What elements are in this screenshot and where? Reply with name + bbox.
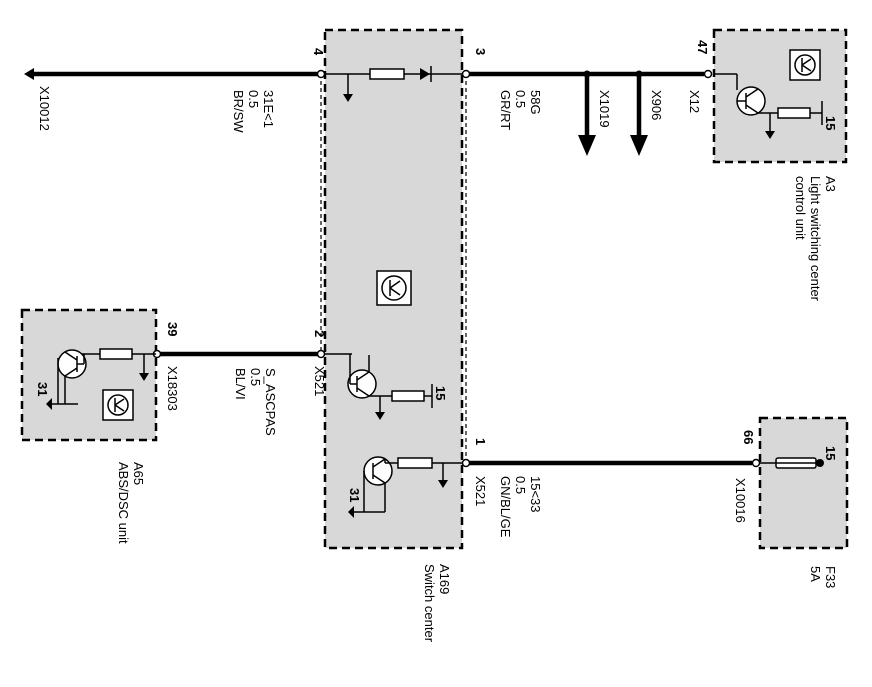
f33-rating-label: 5A [808,566,823,582]
pin-1-label: 1 [473,438,488,445]
x906-label: X906 [649,90,664,120]
f33-fuse-box [758,416,849,550]
w3-color-label: GR/RT [498,90,513,130]
x1019-label: X1019 [597,90,612,128]
pin-4-terminal [316,69,326,79]
w2-size-label: 0.5 [248,368,263,386]
w4-signal-label: 31E<1 [261,90,276,128]
a65-abs-dsc-box [20,308,158,442]
arrow-down-icon [578,70,596,156]
x12-label: X12 [687,90,702,113]
w3-signal-label: 58G [528,90,543,115]
pin-2-terminal [316,349,326,359]
w1-signal-label: 15<33 [528,476,543,513]
control-unit-logo-icon [789,49,821,81]
transistor-symbol-icon [57,349,87,379]
a65-ref-label: A65 [131,462,146,485]
transistor-symbol-icon [363,456,393,486]
diode-icon [420,66,432,82]
ground-arrow-icon [438,463,448,488]
ground-arrow-icon [375,396,385,420]
x18303-label: X18303 [165,366,180,411]
transistor-symbol-icon [736,86,766,116]
resistor-icon [99,348,133,360]
f33-supply-label: 15 [823,446,838,460]
w1-color-label: GN/BL/GE [498,476,513,538]
arrow-down-icon [630,70,648,156]
x10016-label: X10016 [733,478,748,523]
a3-name-line1: Light switching center [808,176,823,302]
a3-light-switching-box [712,28,848,164]
resistor-icon [397,457,433,469]
pin-39-label: 39 [165,322,180,336]
resistor-icon [391,390,425,402]
fuse-icon [775,457,824,469]
x521-pin2-label: X521 [312,366,327,396]
ground-terminal-icon [46,398,58,410]
w2-signal-label: S_ASCPAS [263,368,278,436]
a3-supply-label: 15 [823,116,838,130]
a169-ground-31-label: 31 [347,488,362,502]
control-unit-logo-icon [102,389,134,421]
w4-color-label: BR/SW [231,90,246,133]
pin-47-label: 47 [695,40,710,54]
resistor-icon [777,107,811,119]
a169-name-label: Switch center [422,564,437,643]
pin-66-label: 66 [741,430,756,444]
ground-arrow-icon [343,74,353,102]
pin-4-label: 4 [311,48,326,56]
a169-supply-15-label: 15 [433,386,448,400]
a65-name-label: ABS/DSC unit [116,462,131,544]
w2-color-label: BL/VI [233,368,248,400]
resistor-icon [369,68,405,80]
pin-47-terminal [703,69,713,79]
f33-ref-label: F33 [823,566,838,588]
pin-1-terminal [461,458,471,468]
x10012-label: X10012 [37,86,52,131]
w1-size-label: 0.5 [513,476,528,494]
a3-ref-label: A3 [823,176,838,192]
control-unit-logo-icon [376,270,412,306]
pin-3-label: 3 [473,48,488,55]
pin-3-terminal [461,69,471,79]
a169-ref-label: A169 [437,564,452,594]
a3-name-line2: control unit [793,176,808,240]
x10012-terminal-arrow [24,68,34,80]
ground-arrow-icon [139,354,149,381]
ground-arrow-icon [765,113,775,139]
pin-66-terminal [751,458,761,468]
ground-terminal-icon [348,506,364,518]
a65-ground-label: 31 [35,382,50,396]
x521-pin1-label: X521 [473,476,488,506]
w3-size-label: 0.5 [513,90,528,108]
pin-2-label: 2 [312,330,327,337]
transistor-symbol-icon [347,354,377,399]
w4-size-label: 0.5 [246,90,261,108]
